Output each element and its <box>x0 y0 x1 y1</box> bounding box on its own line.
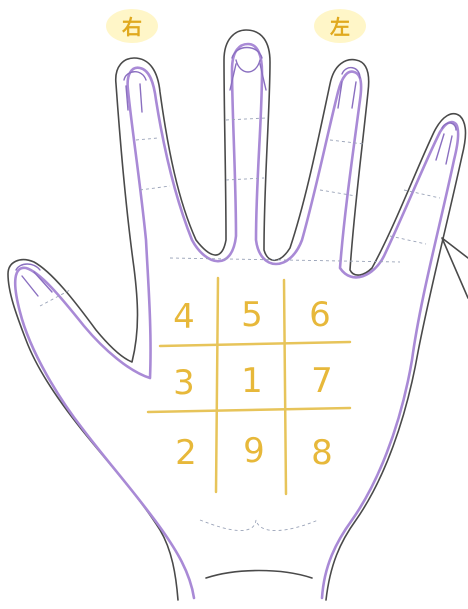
right-label-group: 右 <box>106 9 158 43</box>
grid-cell-middle-right: 7 <box>311 361 333 401</box>
wrist-crease <box>206 571 312 579</box>
grid-line-horizontal-2 <box>148 408 350 412</box>
finger-creases <box>40 118 440 306</box>
right-label: 右 <box>122 15 142 39</box>
palm-bottom-line <box>200 520 318 531</box>
left-label-group: 左 <box>314 9 366 43</box>
grid-cell-middle-center: 1 <box>241 361 263 401</box>
left-label: 左 <box>330 15 350 39</box>
grid-line-vertical-1 <box>216 278 218 492</box>
callout-pointer <box>442 238 468 298</box>
grid-line-horizontal-1 <box>160 342 350 346</box>
grid-numbers: 4 5 6 3 1 7 2 9 8 <box>173 295 333 473</box>
grid-line-vertical-2 <box>284 280 286 494</box>
grid-cell-bottom-left: 2 <box>175 433 197 473</box>
grid-cell-top-left: 4 <box>173 297 195 337</box>
grid-cell-top-right: 6 <box>309 295 331 335</box>
grid-cell-middle-left: 3 <box>173 363 195 403</box>
grid-cell-bottom-center: 9 <box>243 431 265 471</box>
grid-cell-top-center: 5 <box>241 295 263 335</box>
grid-cell-bottom-right: 8 <box>311 433 333 473</box>
palm-inner-line <box>15 44 458 598</box>
